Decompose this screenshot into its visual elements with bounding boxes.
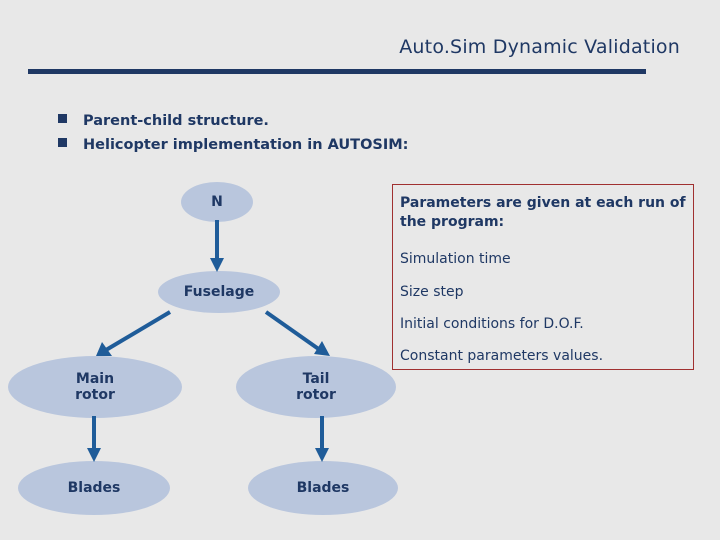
arrow-fuselage-to-main-rotor	[92, 310, 174, 362]
panel-item-simulation-time: Simulation time	[400, 251, 511, 267]
panel-item-initial-conditions: Initial conditions for D.O.F.	[400, 316, 584, 332]
list-item: Helicopter implementation in AUTOSIM:	[58, 136, 658, 154]
arrow-tail-rotor-to-blades	[313, 416, 331, 464]
panel-item-constant-parameters: Constant parameters values.	[400, 348, 604, 364]
title-underline	[28, 69, 646, 74]
parameters-panel	[392, 184, 694, 370]
panel-heading: Parameters are given at each run of the …	[400, 195, 686, 230]
square-bullet-icon	[58, 114, 67, 123]
node-blades-main: Blades	[18, 461, 170, 515]
panel-item-size-step: Size step	[400, 284, 464, 300]
node-main-rotor: Main rotor	[8, 356, 182, 418]
node-n: N	[181, 182, 253, 222]
node-fuselage: Fuselage	[158, 271, 280, 313]
bullet-list: Parent-child structure. Helicopter imple…	[58, 112, 658, 160]
bullet-text: Helicopter implementation in AUTOSIM:	[83, 137, 409, 154]
arrow-main-rotor-to-blades	[85, 416, 103, 464]
arrow-fuselage-to-tail-rotor	[262, 310, 336, 362]
square-bullet-icon	[58, 138, 67, 148]
page-title: Auto.Sim Dynamic Validation	[399, 36, 680, 58]
bullet-text: Parent-child structure.	[83, 113, 269, 129]
arrow-n-to-fuselage	[208, 220, 226, 274]
list-item: Parent-child structure.	[58, 112, 658, 130]
node-tail-rotor: Tail rotor	[236, 356, 396, 418]
node-blades-tail: Blades	[248, 461, 398, 515]
